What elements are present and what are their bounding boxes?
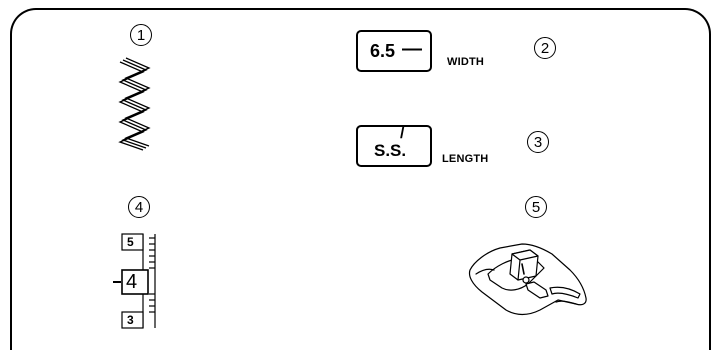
marker-1: 1: [130, 24, 152, 46]
width-label: WIDTH: [447, 56, 485, 68]
length-dial: 5 4 3: [108, 232, 168, 332]
width-display: 6.5 —: [356, 30, 432, 72]
zigzag-stitch-icon: [118, 57, 151, 151]
diagram-frame: [10, 8, 711, 350]
length-label: LENGTH: [442, 153, 489, 165]
dial-upper: 5: [127, 235, 134, 249]
length-display: S.S. /: [356, 125, 432, 167]
dial-lower: 3: [127, 313, 134, 327]
zigzag-presser-foot-icon: [468, 243, 587, 316]
marker-5: 5: [525, 196, 547, 218]
width-dash: —: [402, 38, 422, 60]
marker-4: 4: [128, 196, 150, 218]
length-tick: /: [400, 125, 405, 142]
marker-3: 3: [527, 131, 549, 153]
dial-scale: [113, 233, 156, 329]
marker-2: 2: [534, 37, 556, 59]
dial-current: 4: [126, 271, 138, 293]
